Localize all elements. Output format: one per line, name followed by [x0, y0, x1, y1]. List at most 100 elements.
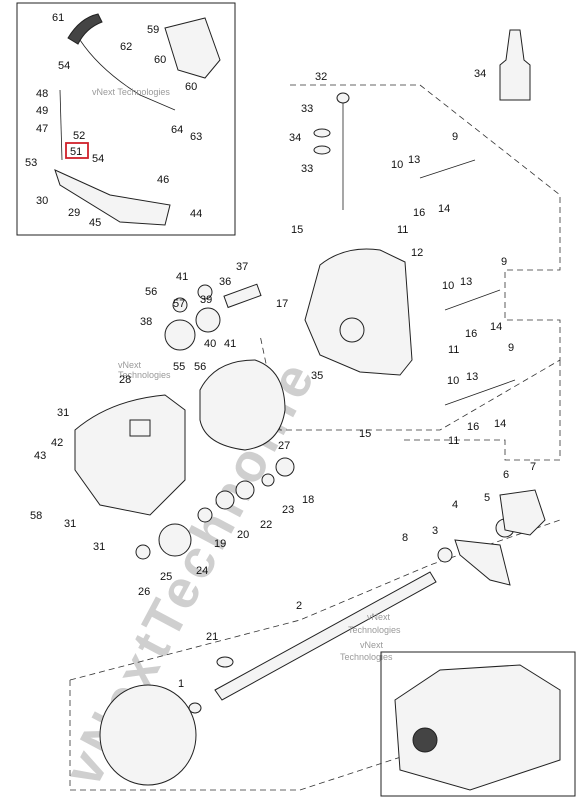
housing-bore — [339, 317, 365, 343]
bearing-23 — [261, 473, 275, 487]
watermark-2: vNext — [118, 360, 142, 370]
callout-11a: 11 — [397, 224, 408, 236]
callout-51: 51 — [70, 146, 82, 158]
callout-33b: 33 — [301, 163, 313, 175]
callout-29: 29 — [68, 207, 80, 219]
watermark-5: Technologies — [348, 625, 401, 635]
shift-handle — [67, 13, 103, 45]
callout-15b: 15 — [359, 428, 371, 440]
drive-shaft-2 — [214, 571, 437, 701]
callout-27: 27 — [278, 440, 290, 452]
callout-53: 53 — [25, 157, 37, 169]
callout-23: 23 — [282, 504, 294, 516]
callout-12: 12 — [411, 247, 423, 259]
callout-31c: 31 — [93, 541, 105, 553]
sealant-bottle — [499, 29, 531, 101]
sprocket-24 — [158, 523, 192, 557]
bolt-9-upper — [419, 159, 476, 179]
callout-44: 44 — [190, 208, 202, 220]
callout-14a: 14 — [438, 203, 450, 215]
watermark-7: Technologies — [340, 652, 393, 662]
o-ring-upper — [313, 128, 331, 138]
watermark-1: vNext Technologies — [92, 87, 170, 97]
callout-8: 8 — [402, 532, 408, 544]
callout-64: 64 — [171, 124, 183, 136]
callout-58: 58 — [30, 510, 42, 522]
callout-3: 3 — [432, 525, 438, 537]
callout-46: 46 — [157, 174, 169, 186]
callout-10b: 10 — [442, 280, 454, 292]
callout-56b: 56 — [194, 361, 206, 373]
callout-45: 45 — [89, 217, 101, 229]
bushing-57 — [172, 297, 188, 313]
brake-disc-4 — [454, 539, 511, 586]
nut-25 — [135, 544, 151, 560]
watermark-6: vNext — [360, 640, 384, 650]
callout-36: 36 — [219, 276, 231, 288]
bearing-20 — [235, 480, 255, 500]
callout-56: 56 — [145, 286, 157, 298]
callout-25: 25 — [160, 571, 172, 583]
callout-10c: 10 — [447, 375, 459, 387]
callout-59: 59 — [147, 24, 159, 36]
callout-13a: 13 — [408, 154, 420, 166]
drive-wheel — [99, 684, 197, 786]
o-ring-lower — [313, 145, 331, 155]
linkage-rod — [59, 89, 63, 161]
flange-6 — [499, 489, 546, 536]
callout-16a: 16 — [413, 207, 425, 219]
callout-28: 28 — [119, 374, 131, 386]
dipstick-cap — [336, 92, 350, 104]
callout-62: 62 — [120, 41, 132, 53]
callout-42: 42 — [51, 437, 63, 449]
gear-39 — [195, 307, 221, 333]
callout-49: 49 — [36, 105, 48, 117]
callout-26: 26 — [138, 586, 150, 598]
circlip-21 — [216, 656, 234, 668]
callout-34a: 34 — [289, 132, 301, 144]
callout-6: 6 — [503, 469, 509, 481]
callout-37: 37 — [236, 261, 248, 273]
inset-frame-location — [380, 651, 576, 797]
callout-9a: 9 — [452, 131, 458, 143]
callout-21: 21 — [206, 631, 218, 643]
seal-18 — [275, 457, 295, 477]
assembly-outline-right — [400, 360, 561, 461]
callout-41b: 41 — [224, 338, 236, 350]
bushing-39 — [197, 284, 213, 300]
ring-22 — [215, 490, 235, 510]
shaft-36 — [223, 283, 262, 309]
highlight-box-51 — [65, 142, 89, 159]
callout-4: 4 — [452, 499, 458, 511]
callout-40: 40 — [204, 338, 216, 350]
callout-10a: 10 — [391, 159, 403, 171]
callout-54a: 54 — [58, 60, 70, 72]
callout-22: 22 — [260, 519, 272, 531]
shift-lever-arm — [54, 169, 171, 226]
callout-30: 30 — [36, 195, 48, 207]
callout-34b: 34 — [474, 68, 486, 80]
callout-14c: 14 — [494, 418, 506, 430]
shift-rod — [79, 39, 176, 111]
callout-11c: 11 — [448, 435, 459, 447]
callout-35: 35 — [311, 370, 323, 382]
callout-54b: 54 — [92, 153, 104, 165]
callout-5: 5 — [484, 492, 490, 504]
callout-24: 24 — [196, 565, 208, 577]
callout-60a: 60 — [154, 54, 166, 66]
callout-17: 17 — [276, 298, 288, 310]
assembly-outline-upper — [259, 84, 561, 431]
callout-20: 20 — [237, 529, 249, 541]
callout-9b: 9 — [501, 256, 507, 268]
callout-63: 63 — [190, 131, 202, 143]
chaincase-cover — [74, 394, 186, 516]
assembly-outline-bottom — [69, 680, 561, 791]
callout-39: 39 — [200, 294, 212, 306]
callout-48: 48 — [36, 88, 48, 100]
gasket-27 — [199, 359, 286, 451]
callout-57: 57 — [173, 298, 185, 310]
callout-33a: 33 — [301, 103, 313, 115]
callout-52: 52 — [73, 130, 85, 142]
callout-labels: 61 59 62 60 54 60 48 49 64 63 47 52 51 5… — [25, 12, 536, 690]
callout-19: 19 — [214, 538, 226, 550]
